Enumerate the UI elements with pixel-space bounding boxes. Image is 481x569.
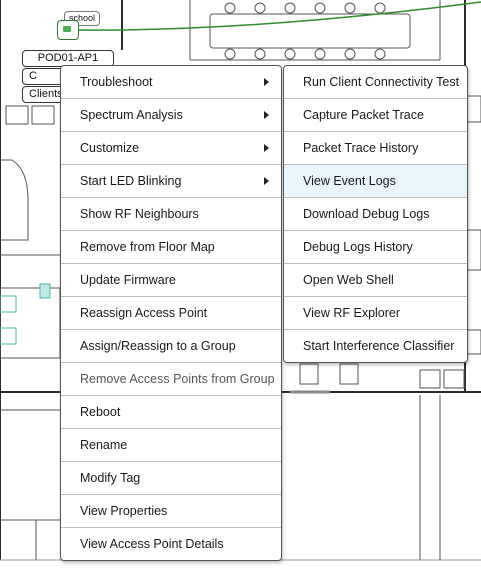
chevron-right-icon <box>264 111 269 119</box>
menu-item-modify-tag[interactable]: Modify Tag <box>61 462 281 495</box>
menu-item-assign-reassign-group[interactable]: Assign/Reassign to a Group <box>61 330 281 363</box>
ap-info-label: C <box>22 68 70 85</box>
menu-item-start-led-blinking[interactable]: Start LED Blinking <box>61 165 281 198</box>
submenu-item-download-debug-logs[interactable]: Download Debug Logs <box>284 198 467 231</box>
ap-name-label[interactable]: POD01-AP1 <box>22 50 114 67</box>
menu-item-reassign-access-point[interactable]: Reassign Access Point <box>61 297 281 330</box>
submenu-item-view-rf-explorer[interactable]: View RF Explorer <box>284 297 467 330</box>
submenu-item-start-interference-classifier[interactable]: Start Interference Classifier <box>303 339 455 353</box>
troubleshoot-submenu: Run Client Connectivity Test Capture Pac… <box>283 65 468 363</box>
access-point-icon[interactable] <box>57 20 79 40</box>
ap-clients-label: Clients <box>22 86 70 103</box>
menu-item-reboot[interactable]: Reboot <box>61 396 281 429</box>
menu-item-label: Troubleshoot <box>80 75 153 89</box>
submenu-item-debug-logs-history[interactable]: Debug Logs History <box>284 231 467 264</box>
submenu-item-capture-packet-trace[interactable]: Capture Packet Trace <box>284 99 467 132</box>
menu-item-rename[interactable]: Rename <box>61 429 281 462</box>
chevron-right-icon <box>264 144 269 152</box>
submenu-item-run-client-connectivity-test[interactable]: Run Client Connectivity Test <box>284 66 467 99</box>
menu-item-label: Spectrum Analysis <box>80 108 183 122</box>
menu-item-update-firmware[interactable]: Update Firmware <box>61 264 281 297</box>
menu-item-label: Customize <box>80 141 140 155</box>
chevron-right-icon <box>264 78 269 86</box>
context-menu: Troubleshoot Spectrum Analysis Customize… <box>60 65 282 561</box>
submenu-item-open-web-shell[interactable]: Open Web Shell <box>284 264 467 297</box>
menu-item-remove-from-floor-map[interactable]: Remove from Floor Map <box>61 231 281 264</box>
menu-item-spectrum-analysis[interactable]: Spectrum Analysis <box>61 99 281 132</box>
menu-item-customize[interactable]: Customize <box>61 132 281 165</box>
menu-item-remove-from-group: Remove Access Points from Group <box>61 363 281 396</box>
submenu-item-view-event-logs[interactable]: View Event Logs <box>284 165 467 198</box>
menu-item-label: Start LED Blinking <box>80 174 182 188</box>
menu-item-view-ap-details[interactable]: View Access Point Details <box>80 537 224 551</box>
menu-item-view-properties[interactable]: View Properties <box>61 495 281 528</box>
submenu-item-packet-trace-history[interactable]: Packet Trace History <box>284 132 467 165</box>
menu-item-troubleshoot[interactable]: Troubleshoot <box>61 66 281 99</box>
menu-item-show-rf-neighbours[interactable]: Show RF Neighbours <box>61 198 281 231</box>
chevron-right-icon <box>264 177 269 185</box>
ap-link-line <box>71 1 481 31</box>
